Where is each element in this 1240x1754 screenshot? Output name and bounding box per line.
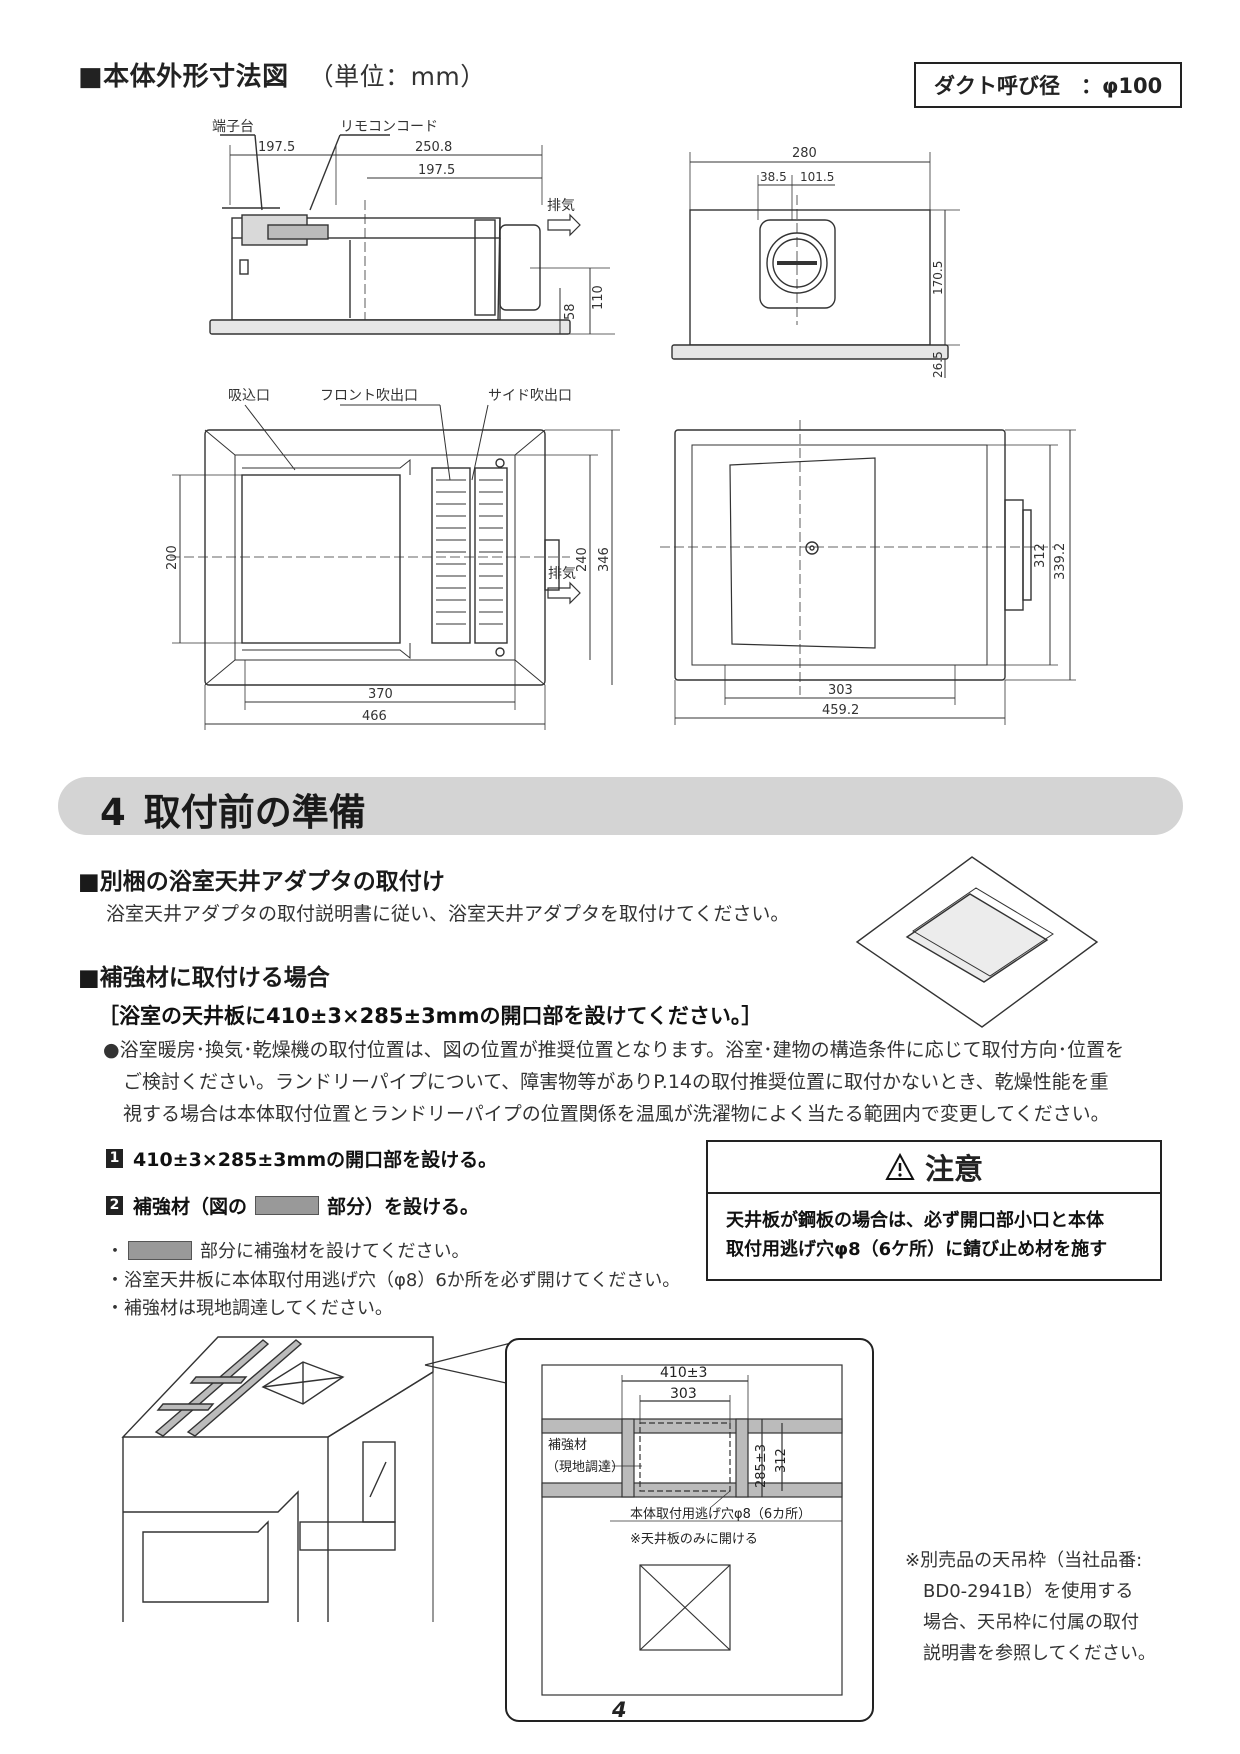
dim-303: 303 (828, 683, 853, 698)
reinforce-heading: ■補強材に取付ける場合 (78, 965, 330, 991)
dim-101-5: 101.5 (800, 170, 834, 184)
dim-197-5-top: 197.5 (258, 140, 295, 155)
duct-diameter-box: ダクト呼び径 ：φ100 (914, 62, 1183, 108)
reinforce-swatch-note (128, 1240, 192, 1260)
front-view-drawing: 280 38.5 101.5 170.5 26.5 (671, 146, 960, 378)
top-view-drawing: 312 339.2 303 459.2 (660, 420, 1076, 725)
dim-280: 280 (792, 146, 817, 161)
exhaust-label-bottom: 排気 (548, 566, 576, 582)
side-note-line-3: 場合、天吊枠に付属の取付 (923, 1612, 1139, 1633)
dim-170-5: 170.5 (931, 261, 945, 295)
detail-panel (505, 1338, 874, 1722)
adapter-illustration (855, 856, 1099, 1028)
bathroom-illustration (121, 1336, 434, 1622)
exhaust-label-side: 排気 (547, 198, 575, 214)
note-3: ・補強材は現地調達してください。 (106, 1298, 393, 1319)
note-1: ・ 部分に補強材を設けてください。 (106, 1237, 469, 1263)
bottom-view-drawing: 吸込口 フロント吹出口 サイド吹出口 排気 200 (165, 388, 620, 730)
section-title: 4 取付前の準備 (100, 782, 366, 836)
reinforce-swatch (255, 1196, 320, 1215)
bullet-line-2: ご検討ください。ランドリーパイプについて、障害物等がありP.14の取付推奨位置に… (123, 1071, 1109, 1093)
label-side-outlet: サイド吹出口 (488, 388, 572, 404)
adapter-text: 浴室天井アダプタの取付説明書に従い、浴室天井アダプタを取付けてください。 (106, 903, 790, 925)
label-reinforce: 補強材 (548, 1438, 587, 1453)
position-bullet: ●浴室暖房･換気･乾燥機の取付位置は、図の位置が推奨位置となります。浴室･建物の… (103, 1034, 1183, 1130)
detail-drawing: 410±3 303 補強材 （現地調達） 285±3 312 本体取付用逃げ穴φ… (541, 1364, 843, 1696)
hole-note: ※天井板のみに開ける (630, 1532, 758, 1547)
unit-label: （単位：mm） (308, 62, 486, 91)
dim-285-3: 285±3 (754, 1444, 769, 1488)
caution-header: 注意 (708, 1142, 1160, 1194)
adapter-heading: ■別梱の浴室天井アダプタの取付け (78, 869, 445, 895)
side-note-line-1: ※別売品の天吊枠（当社品番: (905, 1550, 1143, 1571)
opening-instruction: ［浴室の天井板に410±3×285±3mmの開口部を設けてください。］ (98, 1004, 763, 1028)
dim-459-2: 459.2 (822, 703, 859, 718)
caution-line-1: 天井板が鋼板の場合は、必ず開口部小口と本体 (726, 1210, 1104, 1231)
step-2-text-a: 補強材（図の (133, 1196, 248, 1218)
side-note-line-2: BD0-2941B）を使用する (923, 1581, 1134, 1602)
label-terminal: 端子台 (212, 119, 254, 135)
step-1: 1 410±3×285±3mmの開口部を設ける。 (106, 1145, 497, 1172)
dim-200: 200 (165, 545, 180, 570)
bullet-line-1: ●浴室暖房･換気･乾燥機の取付位置は、図の位置が推奨位置となります。浴室･建物の… (103, 1039, 1125, 1061)
dim-339-2: 339.2 (1053, 543, 1068, 580)
hole-label: 本体取付用逃げ穴φ8（6カ所） (630, 1507, 811, 1522)
dim-303-detail: 303 (670, 1386, 697, 1402)
side-note-line-4: 説明書を参照してください。 (923, 1643, 1156, 1664)
section-band (58, 777, 1183, 835)
caution-line-2: 取付用逃げ穴φ8（6ケ所）に錆び止め材を施す (726, 1239, 1108, 1260)
note-1-dot: ・ (106, 1241, 124, 1262)
dim-346: 346 (597, 547, 612, 572)
section-heading: 取付前の準備 (143, 791, 366, 834)
caution-text: 天井板が鋼板の場合は、必ず開口部小口と本体 取付用逃げ穴φ8（6ケ所）に錆び止め… (708, 1194, 1160, 1276)
caution-title: 注意 (924, 1152, 983, 1186)
dim-410-3: 410±3 (660, 1365, 707, 1381)
warning-icon (885, 1153, 915, 1180)
dimension-heading: ■本体外形寸法図 (78, 62, 289, 92)
caution-box: 注意 天井板が鋼板の場合は、必ず開口部小口と本体 取付用逃げ穴φ8（6ケ所）に錆… (706, 1140, 1162, 1281)
dim-58: 58 (563, 303, 578, 320)
dim-466: 466 (362, 709, 387, 724)
dim-197-5: 197.5 (418, 163, 455, 178)
dim-250-8: 250.8 (415, 140, 452, 155)
step-2: 2 補強材（図の 部分）を設ける。 (106, 1192, 479, 1219)
side-view-drawing: 端子台 リモコンコード 197.5 250.8 197.5 排気 110 58 (209, 119, 615, 335)
note-1-text: 部分に補強材を設けてください。 (200, 1241, 470, 1262)
note-2: ・浴室天井板に本体取付用逃げ穴（φ8）6か所を必ず開けてください。 (106, 1270, 681, 1291)
callout-lines (424, 1341, 516, 1386)
step-2-text-b: 部分）を設ける。 (327, 1196, 480, 1218)
label-local-procure: （現地調達） (546, 1460, 624, 1475)
label-remote-cord: リモコンコード (340, 119, 438, 135)
dim-240: 240 (575, 547, 590, 572)
dim-370: 370 (368, 687, 393, 702)
dim-110: 110 (591, 285, 606, 310)
label-front-outlet: フロント吹出口 (320, 388, 418, 404)
bullet-line-3: 視する場合は本体取付位置とランドリーパイプの位置関係を温風が洗濯物によく当たる範… (123, 1103, 1110, 1125)
step-2-badge: 2 (106, 1196, 123, 1215)
dim-26-5: 26.5 (931, 351, 945, 378)
step-1-text: 410±3×285±3mmの開口部を設ける。 (133, 1149, 498, 1171)
page-title: ■本体外形寸法図 （単位：mm） (78, 56, 486, 93)
dim-312: 312 (1033, 543, 1048, 568)
step-1-badge: 1 (106, 1149, 123, 1168)
dim-38-5: 38.5 (760, 170, 787, 184)
ceiling-frame-note: ※別売品の天吊枠（当社品番: BD0-2941B）を使用する 場合、天吊枠に付属… (905, 1545, 1156, 1669)
section-number: 4 (100, 791, 126, 834)
page-number: 4 (612, 1698, 627, 1722)
label-intake: 吸込口 (228, 388, 270, 404)
dim-312-detail: 312 (774, 1448, 789, 1473)
